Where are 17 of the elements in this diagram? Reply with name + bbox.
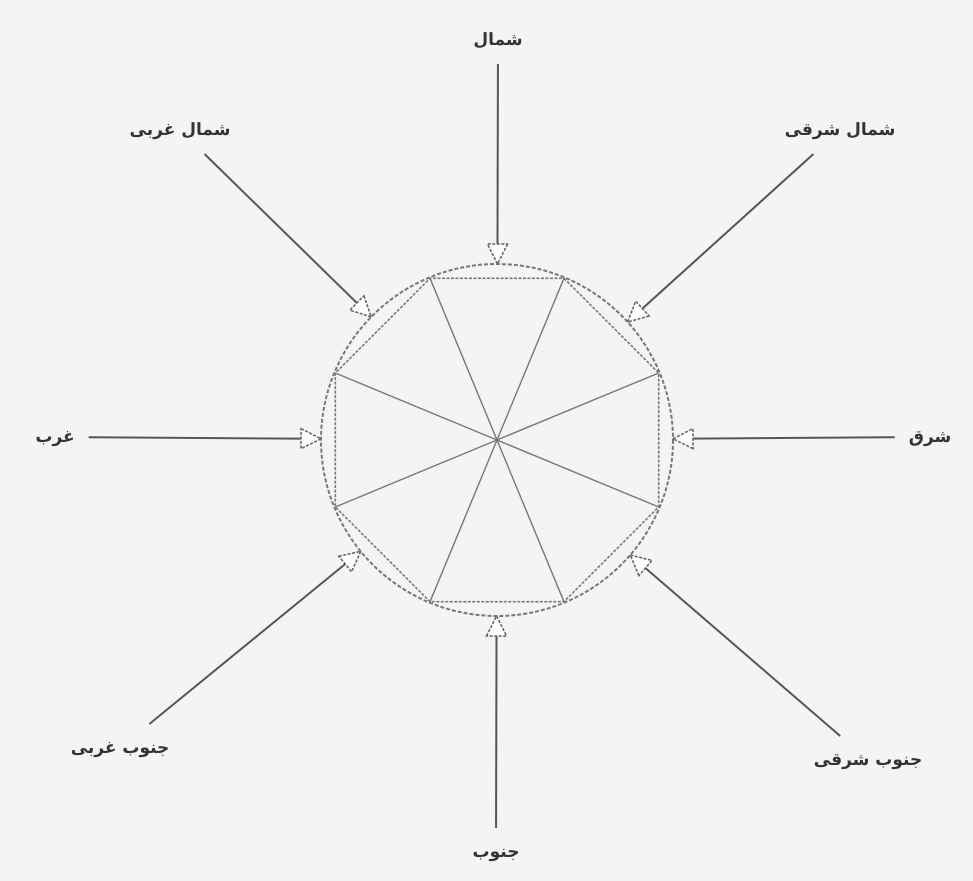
- direction-label: جنوب: [472, 842, 520, 862]
- direction-label: جنوب شرقی: [814, 750, 922, 770]
- direction-label: شرق: [908, 427, 952, 447]
- arrow: [204, 153, 372, 318]
- arrow: [486, 615, 508, 828]
- direction-label: شمال غربی: [130, 120, 230, 140]
- arrow: [629, 554, 841, 737]
- direction-label: غرب: [35, 427, 75, 447]
- arrow: [672, 428, 895, 450]
- direction-label: جنوب غربی: [70, 738, 170, 758]
- arrow: [626, 153, 814, 323]
- direction-label: شمال شرقی: [784, 120, 896, 140]
- arrow: [88, 428, 322, 450]
- arrow: [148, 550, 362, 725]
- direction-label: شمال: [473, 30, 523, 50]
- arrow: [486, 64, 508, 265]
- octagon-in-circle-drawing: [319, 262, 675, 618]
